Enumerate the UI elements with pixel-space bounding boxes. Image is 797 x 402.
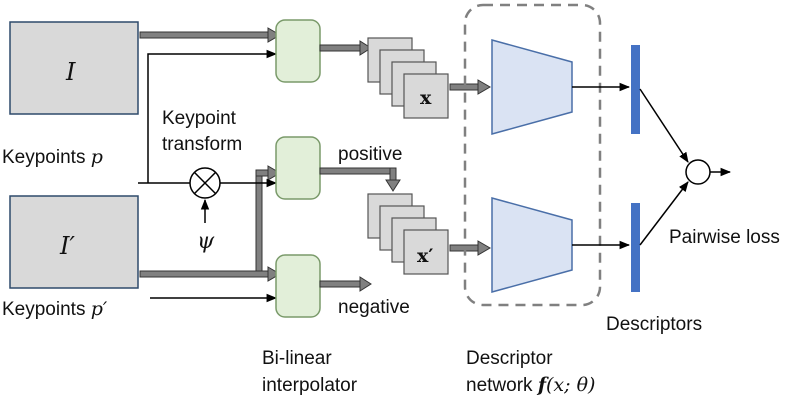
descriptor-bar-bottom [631,203,640,292]
image-I-prime-box [9,195,139,289]
keypoints-p-line [138,49,278,184]
patch-top-to-net-arrow [449,79,491,95]
image-I-prime-label: I′ [59,232,75,260]
descriptor-bottom-to-loss-line [639,181,689,246]
interpolator-label-line1: Bi-linear [262,348,332,369]
descriptor-network-container [463,3,602,307]
interpolator-label-line2: interpolator [262,375,358,396]
otimes-operator [189,167,221,199]
image-I-prime-branch-arrow [255,165,281,272]
interpolator-negative [275,254,321,318]
image-I-arrow [139,27,281,43]
descriptor-network-bottom [491,197,573,293]
patch-bottom-to-net-arrow [449,240,491,256]
negative-label: negative [338,297,410,318]
top-interp-output-arrow [319,40,372,56]
keypoint-transform-label-line1: Keypoint [162,108,237,129]
keypoints-p-prime-label: Keypoints p′ [2,298,108,320]
interpolator-top [275,19,321,83]
patch-x-prime-label: x′ [417,245,433,267]
descriptor-top-to-loss-line [639,88,689,163]
keypoints-p-label: Keypoints p [2,146,103,168]
descriptors-label: Descriptors [606,314,702,335]
psi-label: ψ [197,229,215,254]
patch-stack-bottom [367,193,449,275]
positive-output-arrow [319,167,401,192]
image-I-box [9,21,139,115]
positive-label: positive [338,144,402,165]
pairwise-loss-label: Pairwise loss [669,227,780,248]
image-I-prime-arrow [139,266,281,282]
descriptor-network-label-line2: network f(x; θ) [466,374,595,396]
descriptor-bar-top [631,45,640,134]
descriptor-network-label-line1: Descriptor [466,348,553,369]
pairwise-loss-node [685,159,711,185]
descriptor-network-top [491,39,573,135]
negative-output-arrow [319,276,372,292]
keypoint-transform-label-line2: transform [162,134,242,155]
image-I-label: I [65,58,76,86]
patch-x-label: x [420,87,432,109]
patch-stack-top [367,37,449,119]
interpolator-positive [275,136,321,200]
